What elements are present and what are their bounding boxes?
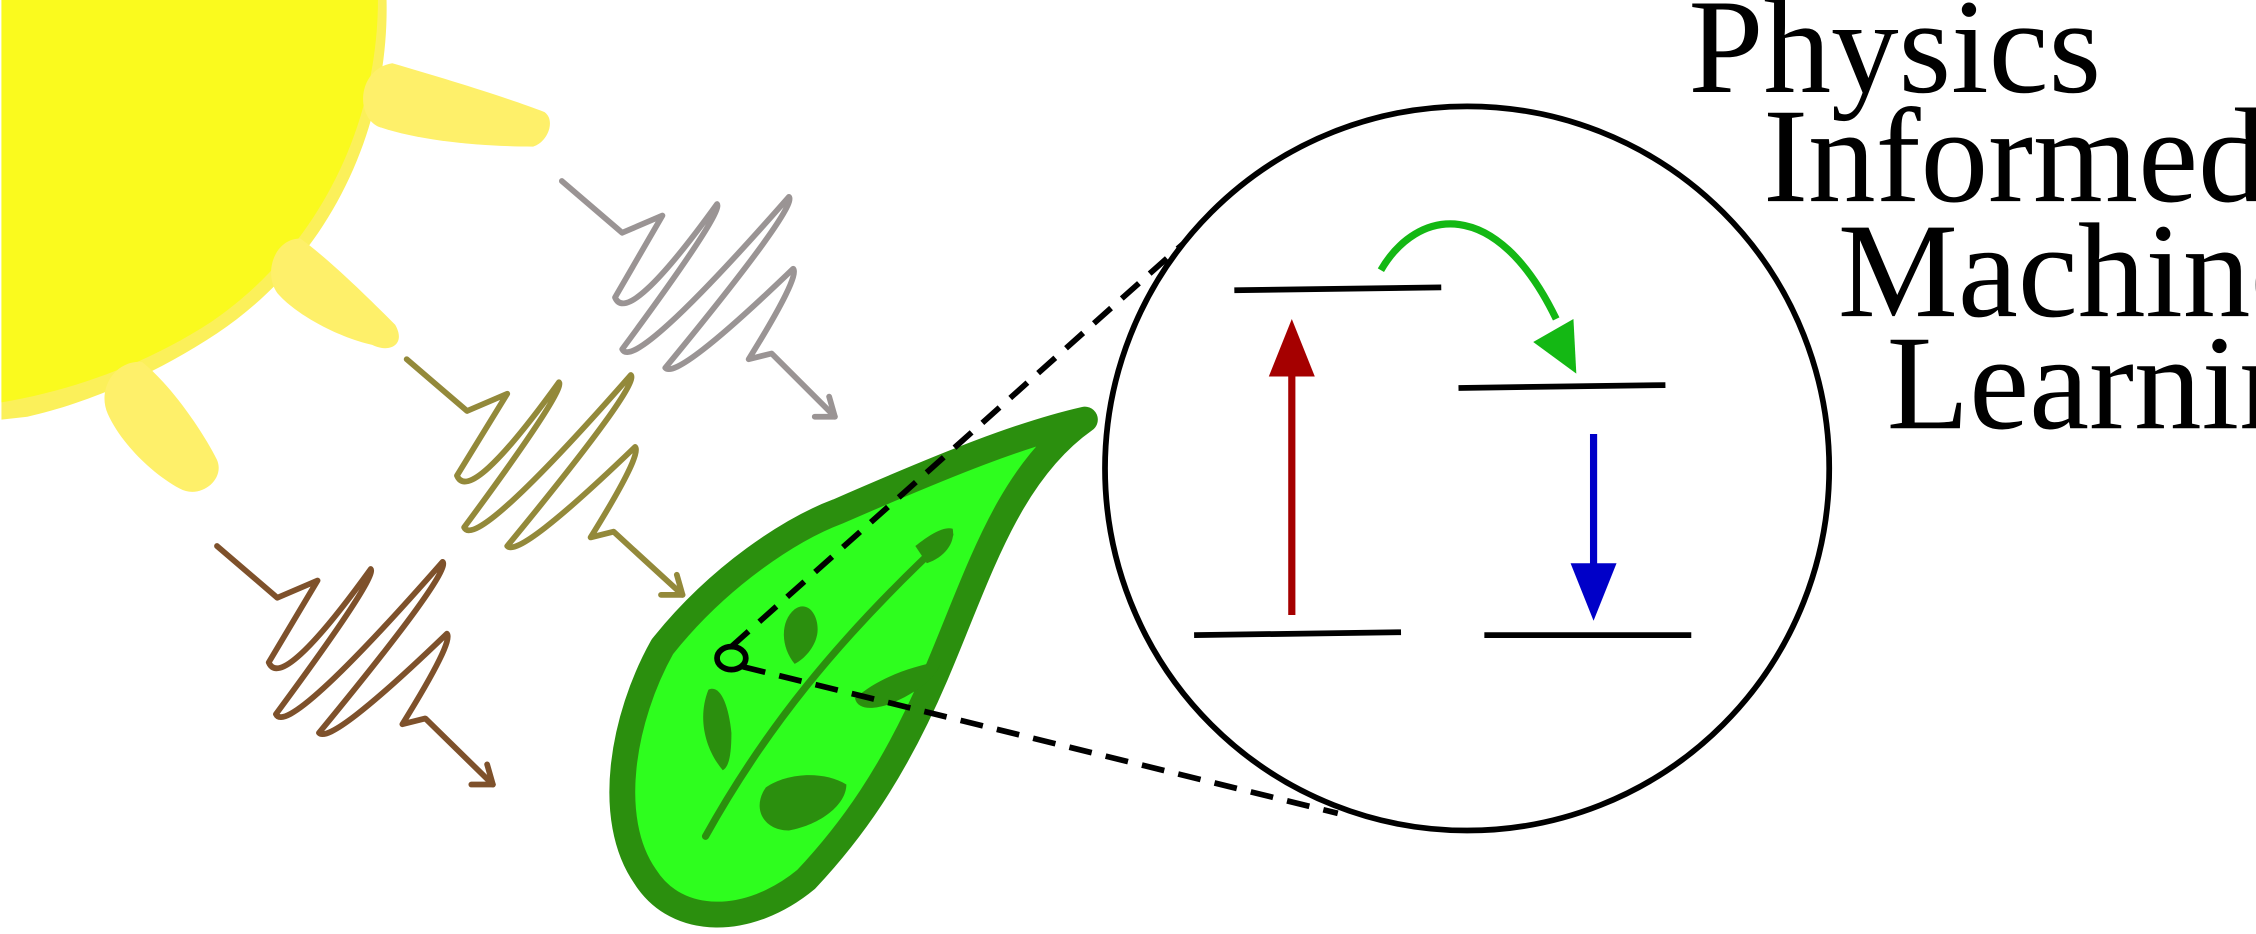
sun-core [1,0,378,403]
chloroplast [854,660,942,708]
title-line-physics: Physics [1688,0,2101,122]
sun-ray-bottom [104,361,219,492]
zoom-line-upper [729,242,1185,649]
zoom-target-marker [714,643,749,673]
zoom-lines [729,242,1339,817]
leaf-midrib [701,530,954,840]
energy-transfer-arrow [1377,220,1577,374]
energy-level-left-upper [1234,284,1442,294]
sun-ray-top [363,63,550,147]
emission-arrow [1570,433,1617,621]
chloroplast [915,528,954,564]
chloroplast [703,688,732,771]
light-wave-gray [558,178,838,420]
chloroplast [783,606,818,664]
magnifier-circle-icon [1102,103,1833,834]
title-line-learning: Learning [1887,309,2256,458]
sun-ray-middle [271,238,399,349]
energy-level-right-upper [1458,382,1666,391]
zoom-line-lower [742,663,1339,817]
title: Physics Informed Machine Learning [1688,0,2256,458]
light-wave-olive [403,356,686,598]
sun-icon [1,0,550,492]
title-line-machine: Machine [1838,197,2256,346]
leaf-icon [609,406,1098,928]
energy-level-left-lower [1194,629,1402,638]
light-wave-brown [214,543,496,788]
title-line-informed: Informed [1763,82,2256,231]
leaf-body [609,406,1098,928]
chloroplast [759,775,847,831]
energy-diagram [1194,220,1692,638]
absorption-arrow [1268,318,1315,616]
